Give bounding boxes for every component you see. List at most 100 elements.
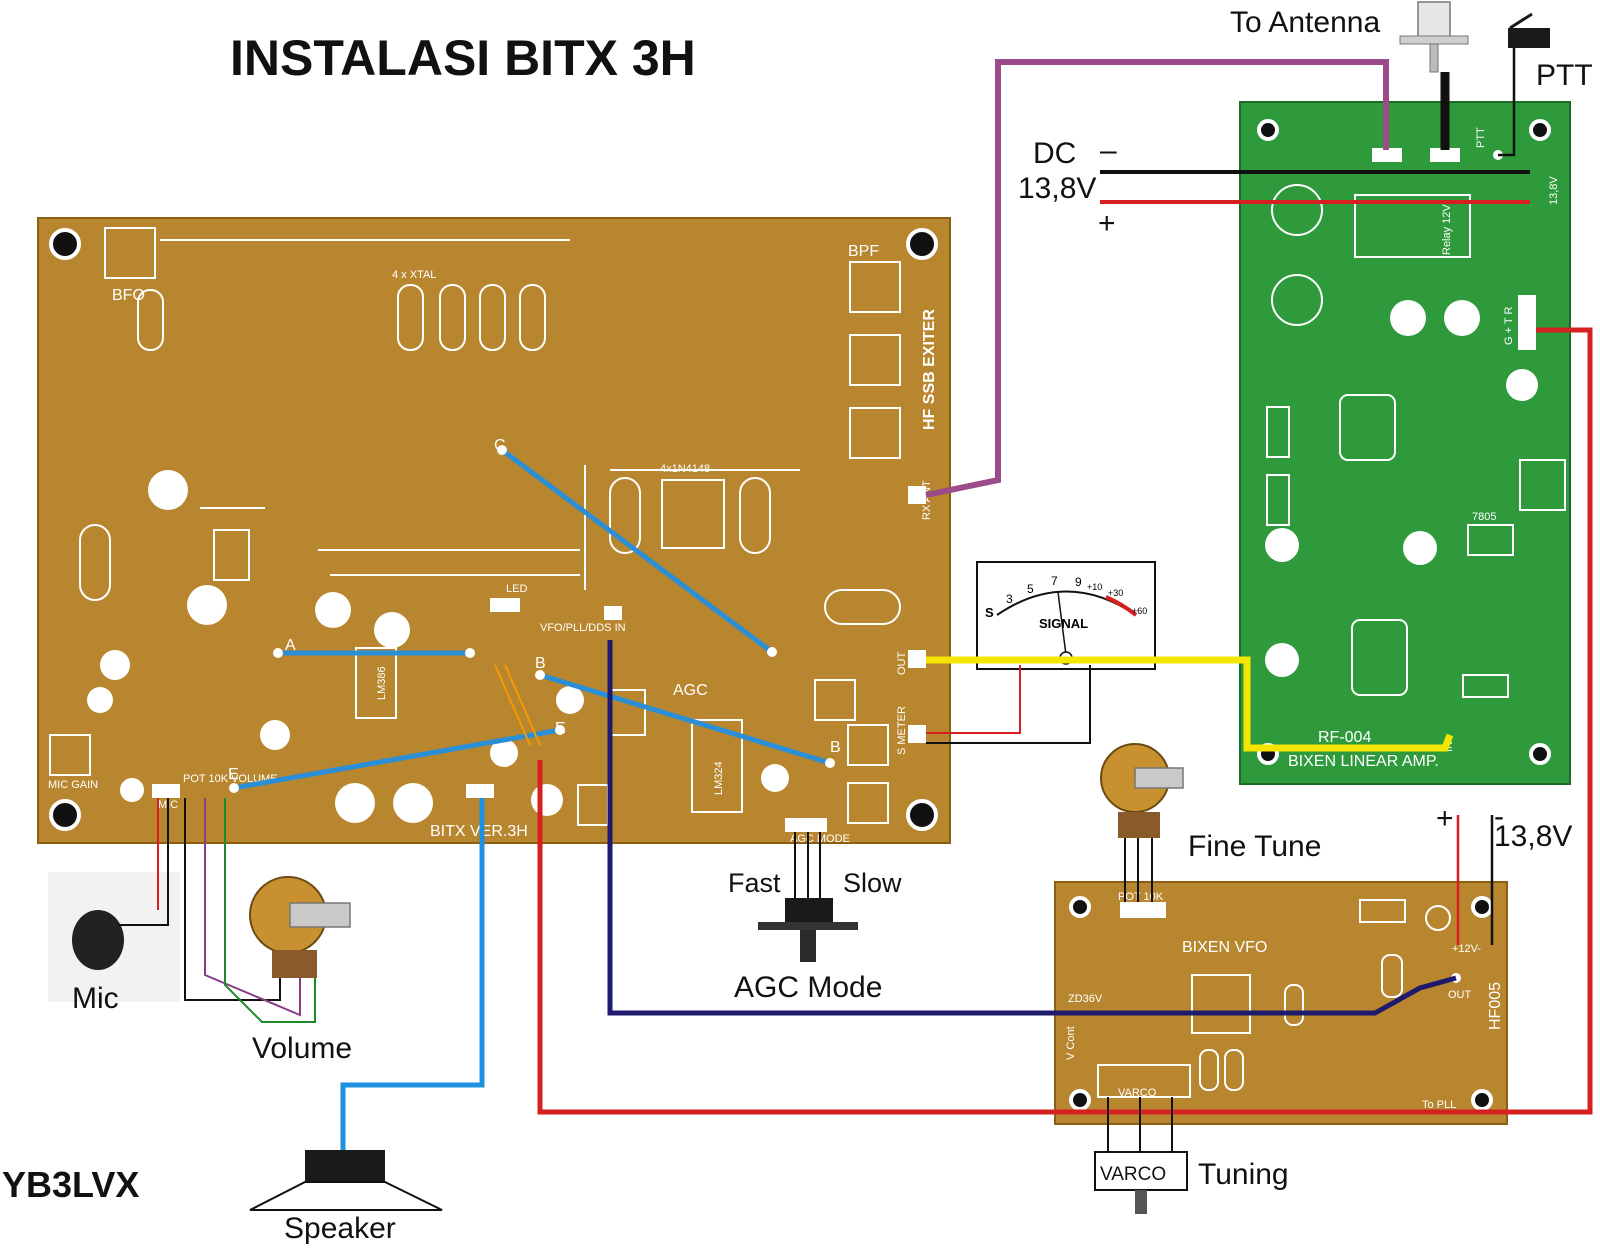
exciter-mount-hole-tr: [906, 228, 938, 260]
trimpot-vr5: [847, 724, 889, 766]
linear-amp-board: Relay 12V 7805 G + T R PTT 13,8V IN RF-0…: [1239, 101, 1571, 785]
linear-mount-tl: [1257, 119, 1279, 141]
led-tie-wires: [494, 664, 541, 746]
vfo-to-pll-label: To PLL: [1422, 1099, 1456, 1111]
speaker-connector[interactable]: [466, 784, 494, 798]
meter-scale-9: 9: [1075, 575, 1082, 589]
ic-lm386: [355, 647, 397, 719]
meter-label: SIGNAL: [1039, 616, 1088, 631]
transformer-t2: [79, 524, 111, 601]
trimpot-vr6: [847, 782, 889, 824]
linear-trimpot-vr1: [1519, 459, 1566, 511]
vfo-coil-l1: [1191, 974, 1251, 1034]
to-antenna-label: To Antenna: [1230, 6, 1380, 39]
out-label: OUT: [896, 652, 908, 676]
led-connector[interactable]: [490, 598, 520, 612]
speaker-cable: [340, 798, 485, 1150]
meter-scale-3: 3: [1006, 592, 1013, 606]
vfo-pll-dds-label: VFO/PLL/DDS IN: [540, 622, 626, 634]
vfo-minus-label: -: [1494, 800, 1504, 833]
vfo-pot-connector[interactable]: [1120, 902, 1166, 918]
linear-v138-label: 13,8V: [1548, 176, 1560, 205]
jumper-a-label: A: [285, 637, 296, 654]
jumper-e2-label: E: [228, 766, 239, 783]
vfo-in-connector[interactable]: [604, 606, 622, 620]
linear-ptt-label: PTT: [1475, 127, 1487, 148]
ic-lm324: [691, 719, 743, 813]
exciter-version: BITX VER.3H: [430, 823, 528, 840]
exciter-silk-traces: [160, 239, 800, 590]
exciter-jumpers: [229, 445, 835, 793]
volume-wire-1: [184, 798, 281, 1001]
jumper-c-label: C: [494, 437, 506, 454]
vfo-mount-br: [1471, 1089, 1493, 1111]
dc-label: DC: [1033, 137, 1076, 170]
mic-connector[interactable]: [152, 784, 180, 798]
fine-tune-pot[interactable]: [1100, 743, 1184, 838]
linear-mount-tr: [1529, 119, 1551, 141]
s-meter-negative: [926, 665, 1091, 744]
volume-wire-2: [204, 798, 301, 1017]
mic-gain-label: MIC GAIN: [48, 779, 98, 791]
linear-rx-terminal[interactable]: [1372, 148, 1402, 162]
speaker-label: Speaker: [284, 1212, 396, 1245]
varco-leads: [1107, 1097, 1173, 1152]
ptt-label: PTT: [1536, 59, 1593, 92]
jumper-b: [539, 672, 831, 766]
trimpot-vr2: [49, 734, 91, 776]
power-loop-wire: [537, 327, 1593, 1115]
rx-ant-connector[interactable]: [908, 486, 926, 504]
vfo-out-label: OUT: [1448, 989, 1472, 1001]
vfo-pcb: [1054, 881, 1508, 1125]
vfo-voltage-label: 13,8V: [1494, 820, 1572, 853]
s-meter-positive: [926, 665, 1021, 734]
exciter-mount-hole-br: [906, 799, 938, 831]
linear-ant-terminal[interactable]: [1430, 148, 1460, 162]
bpf-label: BPF: [848, 243, 879, 260]
out-connector[interactable]: [908, 650, 926, 668]
transformer-t3: [824, 589, 901, 625]
ptt-switch[interactable]: [1508, 12, 1550, 48]
meter-needle: [1057, 591, 1067, 656]
lm324-label: LM324: [713, 761, 725, 795]
tuning-label: Tuning: [1198, 1158, 1289, 1191]
exciter-pcb: [37, 217, 951, 844]
agc-label: AGC: [673, 682, 708, 699]
linear-q3: [1266, 406, 1290, 458]
volume-label: Volume: [252, 1032, 352, 1065]
diode-ring: [661, 479, 725, 549]
bpf-coil-l2: [849, 334, 901, 386]
lm386-label: LM386: [376, 666, 388, 700]
volume-pot[interactable]: [249, 876, 351, 978]
vfo-varco-silk: VARCO: [1118, 1087, 1157, 1099]
vfo-ic-7805: [1359, 899, 1406, 923]
mic-label: Mic: [72, 982, 119, 1015]
vfo-name: BIXEN VFO: [1182, 939, 1267, 956]
transformer-t1a: [609, 477, 641, 554]
exciter-mount-hole-tl: [49, 228, 81, 260]
wires: [118, 48, 1593, 1152]
vfo-vcont-label: V Cont: [1065, 1026, 1077, 1060]
gtr-label: G + T R: [1503, 307, 1515, 345]
vfo-mount-tr: [1471, 896, 1493, 918]
volume-wire-3: [224, 798, 316, 1023]
trimpot-vr7: [814, 679, 856, 721]
linear-gtr-connector[interactable]: [1518, 295, 1536, 350]
jumper-c: [500, 447, 774, 655]
fast-label: Fast: [728, 868, 781, 898]
bfo-coil: [104, 227, 156, 279]
linear-ic-7805: [1467, 524, 1514, 556]
author-callsign: YB3LVX: [2, 1164, 139, 1205]
agc-mode-label: AGC Mode: [734, 971, 882, 1004]
jumper-e: [233, 727, 561, 791]
agc-mode-switch[interactable]: [758, 898, 858, 962]
dc-voltage-label: 13,8V: [1018, 172, 1096, 205]
agc-mode-connector[interactable]: [785, 818, 827, 832]
ic-7805-label: 7805: [1472, 511, 1496, 523]
meter-scale-p10: +10: [1087, 582, 1102, 592]
vfo-zener-label: ZD36V: [1068, 993, 1103, 1005]
antenna-connector: [1399, 1, 1469, 73]
s-meter-connector[interactable]: [908, 725, 926, 743]
